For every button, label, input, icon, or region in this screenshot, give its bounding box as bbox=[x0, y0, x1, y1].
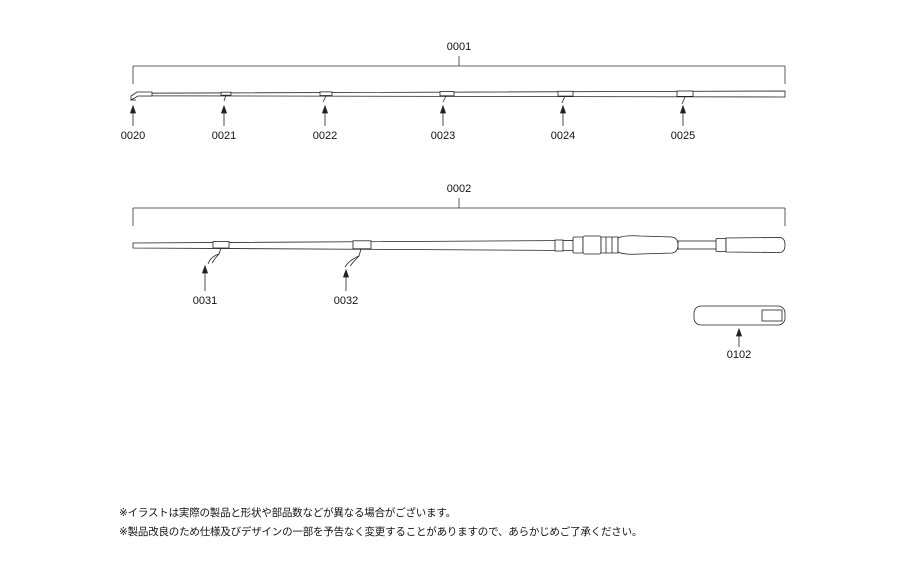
part-label-0024: 0024 bbox=[551, 130, 575, 142]
bottom-section-bracket bbox=[132, 198, 786, 226]
part-label-0025: 0025 bbox=[671, 130, 695, 142]
top-guide-callouts bbox=[129, 104, 687, 126]
top-section-assembly: 0001 0020 bbox=[121, 41, 786, 142]
part-label-0023: 0023 bbox=[431, 130, 455, 142]
bottom-rod-blank bbox=[132, 235, 786, 255]
top-rod-blank bbox=[130, 90, 786, 105]
part-label-0021: 0021 bbox=[212, 130, 236, 142]
part-label-0022: 0022 bbox=[313, 130, 337, 142]
disclaimer-note-illustration: ※イラストは実際の製品と形状や部品数などが異なる場合がございます。 bbox=[119, 507, 456, 519]
part-label-0102: 0102 bbox=[727, 349, 751, 361]
part-label-0032: 0032 bbox=[334, 295, 358, 307]
bottom-guide-callouts bbox=[201, 264, 350, 291]
label-plate: 0102 bbox=[693, 305, 786, 361]
part-label-0002: 0002 bbox=[447, 183, 471, 195]
part-label-0031: 0031 bbox=[193, 295, 217, 307]
part-label-0020: 0020 bbox=[121, 130, 145, 142]
top-section-bracket bbox=[132, 56, 786, 84]
part-label-0001: 0001 bbox=[447, 41, 471, 53]
bottom-guide-rings bbox=[207, 247, 362, 268]
disclaimer-note-specification: ※製品改良のため仕様及びデザインの一部を予告なく変更することがありますので、あら… bbox=[119, 526, 643, 538]
bottom-section-assembly: 0002 bbox=[132, 183, 786, 307]
